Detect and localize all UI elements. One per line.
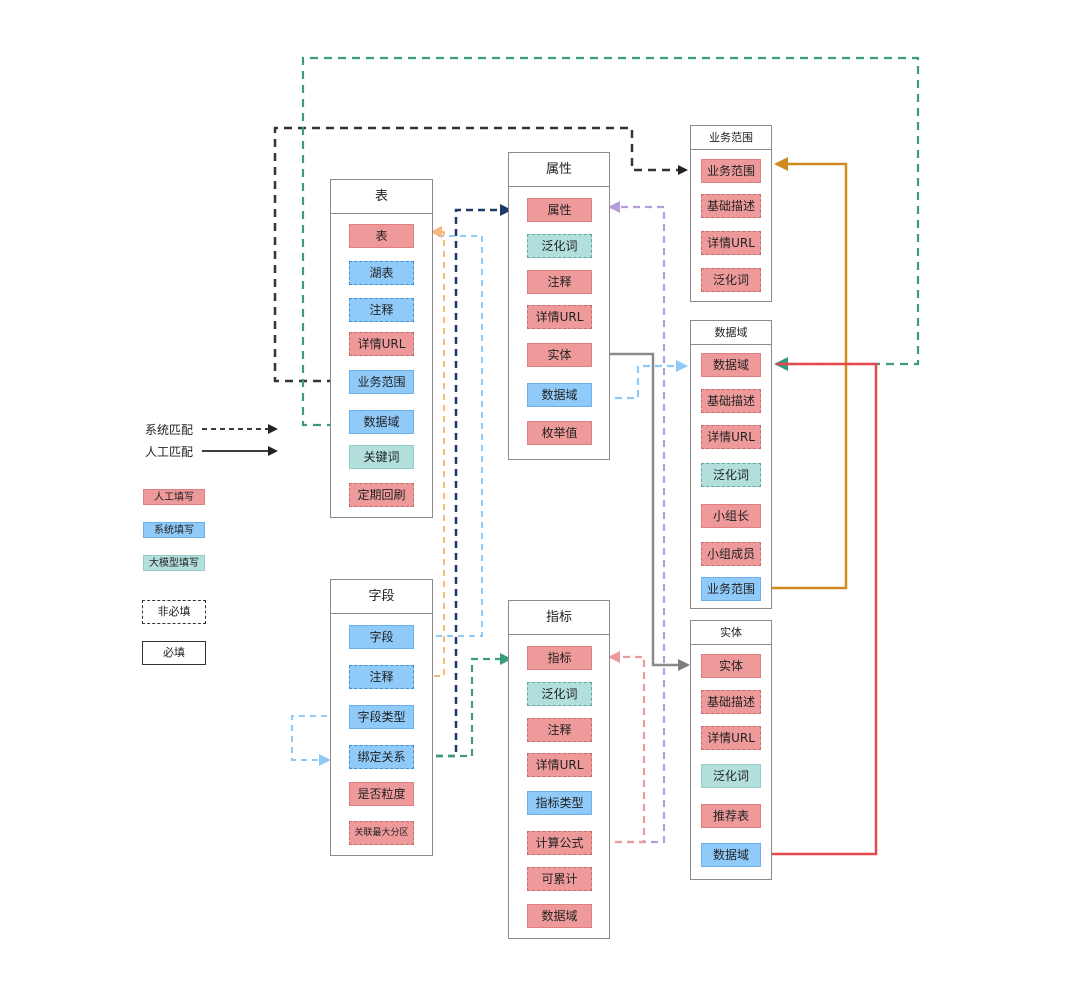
table-field-keywords: 关键词 [349, 445, 414, 469]
link-formula-to-metric [591, 651, 646, 844]
business-scope-entity-box: 业务范围 业务范围 基础描述 详情URL 泛化词 [690, 125, 772, 302]
field-field-type: 字段类型 [349, 705, 414, 729]
legend-llm-fill-swatch: 大模型填写 [143, 555, 205, 571]
legend-system-fill-swatch: 系统填写 [143, 522, 205, 538]
field-field-is-granularity: 是否粒度 [349, 782, 414, 806]
link-attribute-domain-to-data-domain [591, 360, 688, 400]
table-field-table: 表 [349, 224, 414, 248]
metric-field-accumulable: 可累计 [527, 867, 592, 891]
legend-required-frame: 必填 [142, 641, 206, 665]
attribute-field-comment: 注释 [527, 270, 592, 294]
link-domain-scope-to-business-scope [771, 157, 848, 590]
metric-field-data-domain: 数据域 [527, 904, 592, 928]
data-domain-field-team-lead: 小组长 [701, 504, 761, 528]
table-entity-box: 表 表 湖表 注释 详情URL 业务范围 数据域 关键词 定期回刷 [330, 179, 433, 518]
field-entity-box: 字段 字段 注释 字段类型 绑定关系 是否粒度 关联最大分区 [330, 579, 433, 856]
data-domain-field-description: 基础描述 [701, 389, 761, 413]
business-scope-entity-title: 业务范围 [691, 126, 771, 150]
field-field-max-partition: 关联最大分区 [349, 821, 414, 845]
metric-field-metric: 指标 [527, 646, 592, 670]
link-entity-domain-to-data-domain [759, 362, 878, 856]
link-table-scope-to-business-scope [273, 126, 688, 383]
metric-field-comment: 注释 [527, 718, 592, 742]
table-field-periodic-refresh: 定期回刷 [349, 483, 414, 507]
table-field-comment: 注释 [349, 298, 414, 322]
data-domain-field-synonyms: 泛化词 [701, 463, 761, 487]
attribute-field-enum-values: 枚举值 [527, 421, 592, 445]
metric-field-formula: 计算公式 [527, 831, 592, 855]
metric-field-synonyms: 泛化词 [527, 682, 592, 706]
field-entity-title: 字段 [331, 580, 432, 614]
link-table-domain-to-data-domain [301, 56, 920, 427]
legend-system-match-label: 系统匹配 [145, 423, 194, 437]
link-binding-to-attribute [412, 204, 512, 758]
entity-field-description: 基础描述 [701, 690, 761, 714]
business-scope-field-detail-url: 详情URL [701, 231, 761, 255]
metric-field-detail-url: 详情URL [527, 753, 592, 777]
link-binding-to-metric [412, 653, 512, 758]
business-scope-field-synonyms: 泛化词 [701, 268, 761, 292]
table-field-data-domain: 数据域 [349, 410, 414, 434]
metric-field-metric-type: 指标类型 [527, 791, 592, 815]
entity-entity-box: 实体 实体 基础描述 详情URL 泛化词 推荐表 数据域 [690, 620, 772, 880]
legend-manual-match-label: 人工匹配 [145, 445, 194, 459]
entity-field-detail-url: 详情URL [701, 726, 761, 750]
field-field-binding: 绑定关系 [349, 745, 414, 769]
data-domain-field-team-members: 小组成员 [701, 542, 761, 566]
attribute-field-attribute: 属性 [527, 198, 592, 222]
table-field-detail-url: 详情URL [349, 332, 414, 356]
entity-field-name: 实体 [701, 654, 761, 678]
data-domain-field-detail-url: 详情URL [701, 425, 761, 449]
metric-entity-title: 指标 [509, 601, 609, 635]
table-field-business-scope: 业务范围 [349, 370, 414, 394]
business-scope-field-description: 基础描述 [701, 194, 761, 218]
attribute-field-data-domain: 数据域 [527, 383, 592, 407]
attribute-entity-box: 属性 属性 泛化词 注释 详情URL 实体 数据域 枚举值 [508, 152, 610, 460]
link-field-to-lake-table [414, 235, 483, 637]
entity-field-data-domain: 数据域 [701, 843, 761, 867]
data-domain-field-business-scope: 业务范围 [701, 577, 761, 601]
metric-entity-box: 指标 指标 泛化词 注释 详情URL 指标类型 计算公式 可累计 数据域 [508, 600, 610, 939]
field-field-comment: 注释 [349, 665, 414, 689]
business-scope-field-name: 业务范围 [701, 159, 761, 183]
table-entity-title: 表 [331, 180, 432, 214]
legend-manual-fill-swatch: 人工填写 [143, 489, 205, 505]
entity-entity-title: 实体 [691, 621, 771, 645]
link-attribute-entity-to-entity [591, 352, 690, 671]
data-domain-entity-title: 数据域 [691, 321, 771, 345]
attribute-field-detail-url: 详情URL [527, 305, 592, 329]
link-field-type-to-binding [291, 715, 349, 766]
data-domain-entity-box: 数据域 数据域 基础描述 详情URL 泛化词 小组长 小组成员 业务范围 [690, 320, 772, 609]
data-domain-field-name: 数据域 [701, 353, 761, 377]
attribute-entity-title: 属性 [509, 153, 609, 187]
attribute-field-synonyms: 泛化词 [527, 234, 592, 258]
entity-field-recommended-table: 推荐表 [701, 804, 761, 828]
entity-field-synonyms: 泛化词 [701, 764, 761, 788]
table-field-lake-table: 湖表 [349, 261, 414, 285]
attribute-field-entity: 实体 [527, 343, 592, 367]
field-field-name: 字段 [349, 625, 414, 649]
legend-optional-frame: 非必填 [142, 600, 206, 624]
